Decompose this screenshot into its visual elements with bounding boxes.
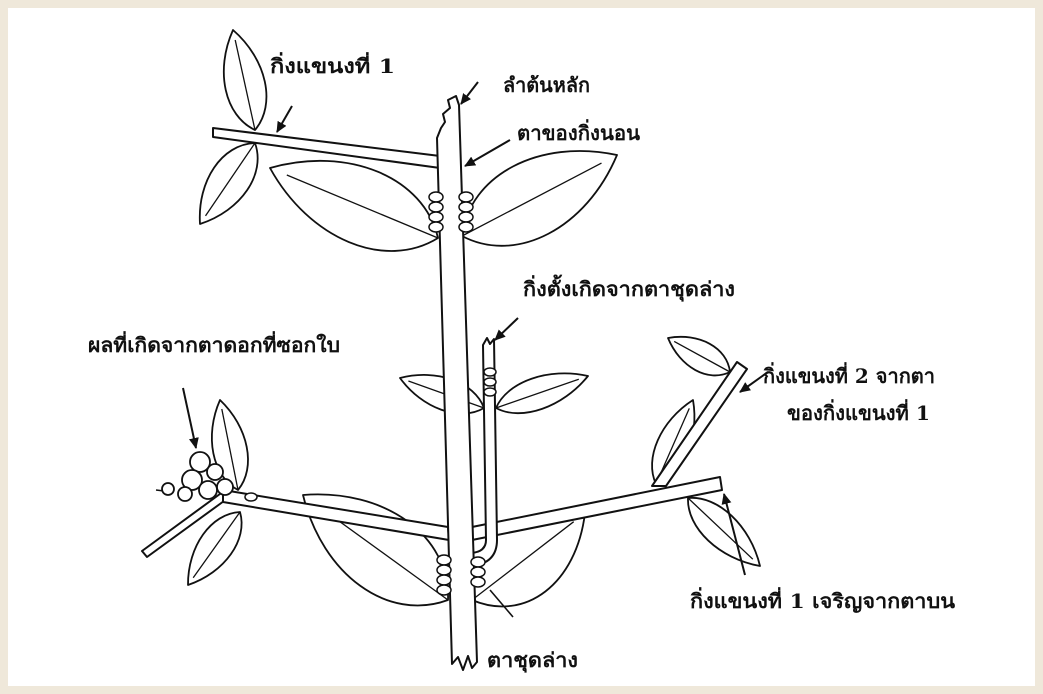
label-vertical-shoot: กิ่งตั้งเกิดจากตาชุดล่าง [523, 274, 735, 302]
bud-cluster-lower-right [471, 557, 485, 587]
fruit [162, 483, 174, 495]
label-horizontal-branch-bud: ตาของกิ่งนอน [517, 118, 640, 145]
bud [484, 388, 496, 396]
label-main-stem: ลำต้นหลัก [503, 73, 590, 97]
label-secondary-branch-line1: กิ่งแขนงที่ 2 จากตา [763, 361, 935, 388]
bud [437, 585, 451, 595]
fruit [199, 481, 217, 499]
bud [459, 222, 473, 232]
bud [484, 378, 496, 386]
label-secondary-branch-line2: ของกิ่งแขนงที่ 1 [787, 398, 930, 425]
bud [429, 192, 443, 202]
bud [484, 368, 496, 376]
label-axillary-fruit: ผลที่เกิดจากตาดอกที่ซอกใบ [88, 330, 340, 357]
fruit [217, 479, 233, 495]
bud [429, 202, 443, 212]
bud [437, 555, 451, 565]
bud [429, 212, 443, 222]
fruit [178, 487, 192, 501]
bud-cluster-fruit-branch [245, 493, 257, 501]
fruit [207, 464, 223, 480]
bud [437, 575, 451, 585]
bud [459, 192, 473, 202]
bud [471, 557, 485, 567]
bud [459, 202, 473, 212]
bud [437, 565, 451, 575]
bud [429, 222, 443, 232]
bud [459, 212, 473, 222]
bud-cluster-shoot [484, 368, 496, 396]
label-primary-branch-1: กิ่งแขนงที่ 1 [270, 51, 395, 78]
bud [471, 567, 485, 577]
label-primary-branch-upper-bud: กิ่งแขนงที่ 1 เจริญจากตาบน [690, 586, 955, 613]
bud [245, 493, 257, 501]
bud [471, 577, 485, 587]
label-lower-bud-set: ตาชุดล่าง [487, 648, 578, 673]
